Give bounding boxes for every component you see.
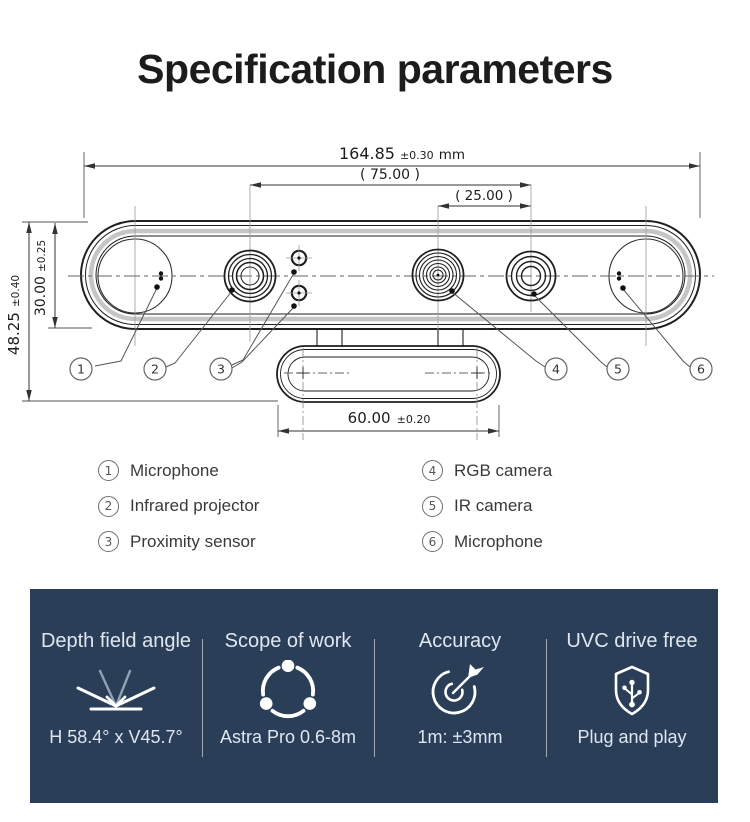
legend-label-5: IR camera bbox=[454, 496, 533, 515]
legend-item-ir-camera: 5 IR camera bbox=[422, 494, 722, 519]
dim-body-height-label: 30.00±0.25 bbox=[33, 240, 49, 316]
leader-lines bbox=[94, 269, 691, 369]
legend-item-infrared-projector: 2 Infrared projector bbox=[98, 494, 398, 519]
field-angle-icon bbox=[74, 660, 158, 722]
callout-6: 6 bbox=[689, 357, 713, 381]
panel-divider bbox=[546, 639, 547, 757]
panel-col-value: Astra Pro 0.6-8m bbox=[219, 727, 357, 747]
dimension-overall-height: 48.25±0.40 bbox=[5, 221, 278, 402]
legend-label-3: Proximity sensor bbox=[130, 531, 256, 551]
ir-projector bbox=[223, 185, 277, 342]
legend-label-6: Microphone bbox=[454, 531, 543, 551]
panel-col-title: UVC drive free bbox=[566, 630, 698, 652]
microphone-left bbox=[158, 271, 164, 281]
page-title: Specification parameters bbox=[137, 46, 613, 92]
orbit-share-icon bbox=[255, 660, 321, 722]
target-arrow-icon bbox=[428, 660, 492, 722]
proximity-sensor bbox=[286, 245, 312, 306]
callout-3: 3 bbox=[209, 357, 233, 381]
spec-panel: Depth field angle H 58.4° x V45.7° Scope… bbox=[30, 589, 718, 803]
dimension-body-height: 30.00±0.25 bbox=[33, 222, 92, 329]
dim-25-label: ( 25.00 ) bbox=[455, 188, 513, 204]
shield-usb-icon bbox=[602, 660, 662, 722]
dimension-base-width: 60.00±0.20 bbox=[277, 405, 500, 437]
callouts: 1 2 3 4 5 6 bbox=[69, 357, 713, 381]
dim-75-label: ( 75.00 ) bbox=[360, 167, 420, 183]
panel-col-accuracy: Accuracy 1m: ±3mm bbox=[374, 589, 546, 803]
dim-base-width-label: 60.00±0.20 bbox=[348, 409, 431, 427]
legend-num-1: 1 bbox=[98, 460, 119, 481]
dimension-75: ( 75.00 ) bbox=[250, 167, 532, 188]
legend-item-microphone-1: 1 Microphone bbox=[98, 458, 398, 483]
panel-col-title: Depth field angle bbox=[40, 630, 192, 652]
legend-item-rgb-camera: 4 RGB camera bbox=[422, 458, 722, 483]
svg-text:5: 5 bbox=[614, 362, 622, 377]
callout-5: 5 bbox=[606, 357, 630, 381]
panel-col-title: Accuracy bbox=[418, 630, 502, 652]
legend-label-2: Infrared projector bbox=[130, 496, 260, 515]
legend-num-6: 6 bbox=[422, 531, 443, 552]
legend-num-2: 2 bbox=[98, 495, 119, 517]
svg-text:2: 2 bbox=[151, 362, 159, 377]
callout-4: 4 bbox=[544, 357, 568, 381]
rgb-camera bbox=[411, 206, 465, 342]
legend-label-4: RGB camera bbox=[454, 460, 553, 480]
microphone-right bbox=[616, 271, 622, 281]
panel-col-title: Scope of work bbox=[224, 630, 352, 652]
panel-col-scope-of-work: Scope of work Astra Pro 0.6-8m bbox=[202, 589, 374, 803]
ir-camera bbox=[505, 185, 557, 312]
legend-item-microphone-6: 6 Microphone bbox=[422, 529, 722, 554]
base-stand bbox=[276, 345, 501, 440]
panel-col-value: H 58.4° x V45.7° bbox=[49, 727, 183, 747]
panel-divider bbox=[202, 639, 203, 757]
panel-divider bbox=[374, 639, 375, 757]
svg-text:4: 4 bbox=[552, 362, 560, 377]
panel-col-uvc-drive-free: UVC drive free Plug and play bbox=[546, 589, 718, 803]
panel-col-value: Plug and play bbox=[577, 727, 687, 747]
legend-num-5: 5 bbox=[422, 495, 443, 517]
legend-item-proximity-sensor: 3 Proximity sensor bbox=[98, 529, 398, 554]
legend-label-1: Microphone bbox=[130, 460, 219, 480]
legend-right-column: 4 RGB camera 5 IR camera 6 Microphone bbox=[422, 458, 722, 565]
legend-left-column: 1 Microphone 2 Infrared projector 3 Prox… bbox=[98, 458, 398, 565]
legend-num-3: 3 bbox=[98, 531, 119, 552]
svg-text:6: 6 bbox=[697, 362, 705, 377]
dim-height-label: 48.25±0.40 bbox=[5, 275, 23, 355]
dimension-25: ( 25.00 ) bbox=[438, 188, 532, 209]
callout-2: 2 bbox=[143, 357, 167, 381]
panel-col-value: 1m: ±3mm bbox=[417, 727, 503, 747]
legend-num-4: 4 bbox=[422, 460, 443, 481]
panel-col-depth-field-angle: Depth field angle H 58.4° x V45.7° bbox=[30, 589, 202, 803]
mount-neck bbox=[316, 330, 464, 347]
callout-1: 1 bbox=[69, 357, 93, 381]
svg-text:1: 1 bbox=[77, 362, 85, 377]
camera-body bbox=[68, 206, 714, 346]
svg-text:3: 3 bbox=[217, 362, 225, 377]
